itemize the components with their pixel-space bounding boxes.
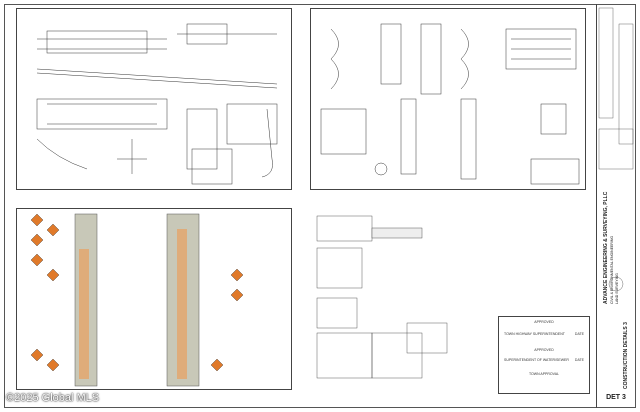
approval-2-label: APPROVED	[534, 348, 554, 352]
approval-2-date: DATE	[574, 358, 584, 362]
title-block-drawing	[598, 7, 634, 292]
approval-frame	[498, 316, 590, 394]
approval-box-2: APPROVED SUPERINTENDENT OF WATER/SEWER D…	[500, 348, 588, 372]
approval-box-3: TOWN APPROVAL	[500, 372, 588, 392]
approval-box-1: APPROVED TOWN HIGHWAY SUPERINTENDENT DAT…	[500, 318, 588, 346]
tables-drawing	[316, 215, 448, 379]
tables-area	[312, 208, 452, 393]
sheet-number: DET 3	[606, 394, 626, 401]
guide-rail-drawing	[36, 23, 278, 185]
approval-1-label: APPROVED	[534, 320, 554, 324]
traffic-notes	[207, 214, 287, 264]
panel-traffic-control	[16, 208, 292, 390]
title-block: ADVANCE ENGINEERING & SURVEYING, PLLC CI…	[596, 4, 636, 408]
post-details-drawing	[320, 23, 580, 185]
approval-3-label: TOWN APPROVAL	[528, 372, 560, 376]
approval-1-date: DATE	[574, 332, 584, 336]
watermark: ©2025 Global MLS	[6, 392, 100, 404]
panel-guide-rail-details	[16, 8, 292, 190]
traffic-control-drawing	[30, 213, 244, 387]
panel-post-details	[310, 8, 586, 190]
approval-2-signature: SUPERINTENDENT OF WATER/SEWER	[504, 358, 569, 362]
approval-1-signature: TOWN HIGHWAY SUPERINTENDENT	[504, 332, 565, 336]
